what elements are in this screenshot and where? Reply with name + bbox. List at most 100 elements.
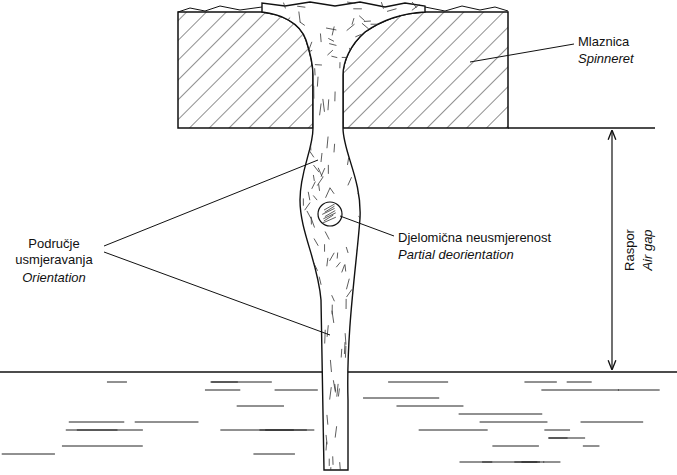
molecule-stroke	[306, 365, 307, 379]
molecule-stroke	[297, 6, 305, 7]
molecule-stroke	[336, 262, 340, 267]
molecule-stroke	[322, 426, 323, 433]
molecule-stroke	[396, 73, 400, 83]
molecule-stroke	[366, 33, 367, 40]
bath-dash	[396, 406, 463, 407]
molecule-stroke	[325, 232, 329, 240]
molecule-stroke	[280, 40, 286, 42]
molecule-stroke	[321, 443, 323, 453]
bath-dash	[211, 382, 272, 383]
bath-dash	[62, 446, 143, 447]
molecule-stroke	[333, 380, 335, 392]
molecule-stroke	[359, 150, 360, 160]
region-name: Područje usmjeravanja	[4, 236, 104, 268]
molecule-stroke	[298, 58, 302, 66]
molecule-stroke	[330, 387, 332, 399]
molecule-stroke	[309, 151, 314, 158]
molecule-stroke	[346, 279, 349, 290]
molecule-stroke	[298, 127, 299, 138]
molecule-stroke	[362, 326, 364, 335]
molecule-stroke	[355, 34, 361, 37]
molecule-stroke	[346, 299, 347, 309]
molecule-stroke	[355, 320, 356, 327]
molecule-stroke	[348, 89, 350, 96]
molecule-stroke	[352, 362, 353, 375]
molecule-stroke	[283, 3, 285, 9]
molecule-stroke	[300, 22, 305, 26]
molecule-stroke	[327, 258, 328, 266]
molecule-stroke	[399, 49, 404, 55]
molecule-stroke	[407, 62, 412, 70]
part-name-english: Spinneret	[578, 51, 634, 67]
molecule-stroke	[308, 455, 309, 462]
bath-dash	[419, 430, 488, 431]
molecule-stroke	[317, 289, 319, 296]
molecule-stroke	[345, 346, 346, 358]
molecule-stroke	[300, 382, 302, 395]
molecule-stroke	[313, 86, 314, 99]
molecule-stroke	[320, 103, 322, 115]
molecule-stroke	[412, 2, 416, 8]
molecule-stroke	[354, 297, 356, 303]
molecule-stroke	[316, 342, 318, 349]
molecule-stroke	[278, 40, 287, 42]
molecule-stroke	[359, 16, 364, 21]
dimension-name: Raspor	[622, 229, 638, 271]
leader-line	[104, 160, 318, 246]
molecule-stroke	[321, 153, 323, 162]
bath-dash	[543, 462, 560, 463]
molecule-stroke	[313, 261, 318, 271]
molecule-stroke	[312, 182, 316, 189]
molecule-stroke	[265, 61, 275, 63]
molecule-stroke	[390, 26, 396, 30]
molecule-stroke	[328, 38, 334, 41]
molecule-stroke	[382, 26, 388, 34]
molecule-stroke	[361, 37, 365, 42]
bath-dash	[77, 430, 143, 431]
molecule-stroke	[399, 40, 403, 46]
bath-dash	[544, 430, 570, 431]
molecule-stroke	[315, 64, 322, 65]
molecule-stroke	[410, 70, 413, 79]
molecule-stroke	[300, 99, 302, 107]
leader-line	[104, 252, 330, 335]
molecule-stroke	[337, 253, 339, 259]
molecule-stroke	[295, 44, 299, 52]
molecule-stroke	[318, 184, 320, 191]
molecule-stroke	[349, 408, 350, 419]
molecule-stroke	[278, 41, 280, 51]
molecule-stroke	[385, 28, 389, 37]
molecule-stroke	[358, 56, 363, 61]
bath-dash	[135, 422, 199, 423]
molecule-stroke	[326, 28, 336, 30]
molecule-stroke	[316, 405, 318, 416]
molecule-stroke	[358, 187, 362, 194]
molecule-stroke	[283, 18, 290, 25]
molecule-stroke	[342, 57, 353, 58]
molecule-stroke	[371, 24, 382, 25]
molecule-stroke	[322, 208, 334, 214]
bath-dash	[524, 382, 556, 383]
break-line	[178, 6, 262, 12]
molecule-stroke	[271, 60, 281, 61]
bath-dash	[275, 390, 318, 391]
bath-dash	[253, 454, 295, 455]
molecule-stroke	[352, 18, 354, 25]
bath-dash	[210, 382, 237, 383]
molecule-stroke	[307, 334, 309, 347]
molecule-stroke	[349, 395, 351, 409]
molecule-stroke	[328, 165, 329, 174]
molecule-stroke	[310, 95, 312, 109]
molecule-stroke	[338, 388, 340, 396]
molecule-stroke	[306, 303, 307, 311]
molecule-stroke	[301, 95, 302, 105]
molecule-stroke	[331, 56, 337, 57]
molecule-stroke	[352, 286, 356, 296]
molecule-stroke	[329, 44, 336, 46]
molecule-stroke	[274, 42, 280, 49]
molecule-stroke	[316, 317, 318, 329]
molecule-stroke	[330, 253, 335, 261]
molecule-stroke	[391, 19, 399, 22]
bath-dash	[107, 382, 127, 383]
molecule-stroke	[315, 347, 317, 359]
